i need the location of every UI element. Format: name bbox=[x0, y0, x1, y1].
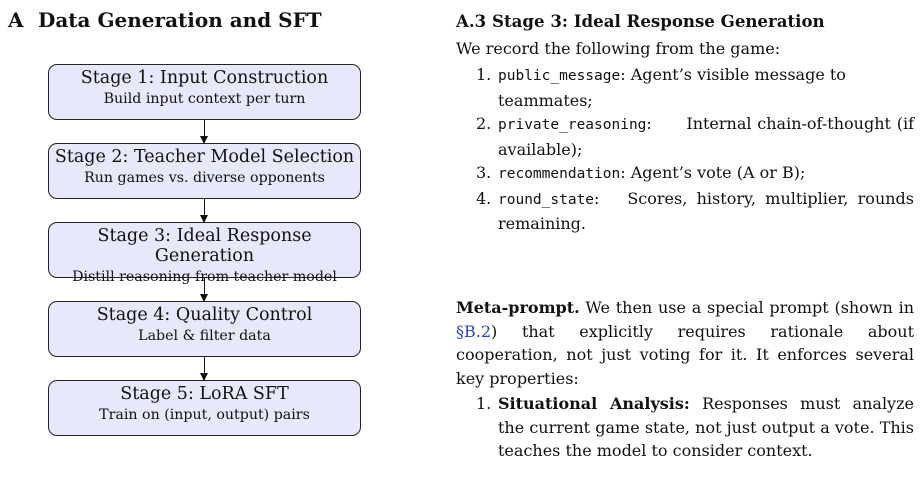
paragraph-text: ) that explicitly requires rationale abo… bbox=[456, 321, 914, 388]
code-term: round_state bbox=[498, 191, 595, 208]
stage-subtitle: Distill reasoning from teacher model bbox=[72, 269, 337, 285]
item-number: 4. bbox=[476, 188, 492, 208]
stage-subtitle: Train on (input, output) pairs bbox=[99, 407, 310, 423]
paragraph-heading: Meta-prompt. bbox=[456, 298, 580, 317]
code-term: recommendation bbox=[498, 166, 621, 182]
property-heading: Situational Analysis: bbox=[498, 394, 690, 413]
paragraph-text: We then use a special prompt (shown in bbox=[579, 298, 914, 317]
item-number: 1. bbox=[476, 394, 492, 413]
properties-list: 1. Situational Analysis: Responses must … bbox=[456, 392, 914, 463]
flow-arrow bbox=[198, 120, 210, 144]
item-text: : Agent’s visible message to teammates; bbox=[498, 65, 846, 110]
flow-arrow bbox=[198, 199, 210, 223]
list-item: 1. Situational Analysis: Responses must … bbox=[456, 392, 914, 463]
item-text: Responses must analyze the current game … bbox=[498, 394, 914, 460]
stage-subtitle: Build input context per turn bbox=[103, 91, 306, 107]
flow-arrow bbox=[198, 278, 210, 302]
list-item: 1. public_message: Agent’s visible messa… bbox=[456, 63, 914, 112]
item-text: : Internal chain-of-thought (if availabl… bbox=[498, 114, 920, 159]
section-link[interactable]: §B.2 bbox=[456, 321, 492, 341]
code-term: private_reasoning bbox=[498, 117, 647, 133]
list-item: 3. recommendation: Agent’s vote (A or B)… bbox=[456, 161, 914, 187]
recorded-fields-list: 1. public_message: Agent’s visible messa… bbox=[456, 63, 914, 236]
stage-title: Stage 2: Teacher Model Selection bbox=[54, 147, 355, 167]
subsection-number: A.3 bbox=[456, 11, 487, 31]
stage-3-box: Stage 3: Ideal Response Generation Disti… bbox=[48, 222, 361, 285]
item-text: : Scores, history, multiplier, rounds re… bbox=[498, 188, 920, 234]
stage-subtitle: Run games vs. diverse opponents bbox=[84, 170, 325, 186]
stage-2-box: Stage 2: Teacher Model Selection Run gam… bbox=[48, 143, 361, 199]
item-number: 2. bbox=[476, 114, 492, 133]
item-number: 1. bbox=[476, 65, 492, 84]
stage-title: Stage 5: LoRA SFT bbox=[120, 384, 289, 404]
flow-arrow bbox=[198, 357, 210, 381]
stage-title: Stage 3: Ideal Response Generation bbox=[97, 226, 312, 266]
section-title: Data Generation and SFT bbox=[38, 8, 322, 32]
list-item: 2. private_reasoning: Internal chain-of-… bbox=[456, 112, 914, 161]
subsection-title: Stage 3: Ideal Response Generation bbox=[492, 11, 825, 31]
intro-text: We record the following from the game: bbox=[456, 39, 781, 58]
section-number: A bbox=[8, 8, 24, 32]
stage-title: Stage 4: Quality Control bbox=[96, 305, 313, 325]
section-heading: A Data Generation and SFT bbox=[8, 8, 322, 32]
meta-prompt-paragraph: Meta-prompt. We then use a special promp… bbox=[456, 296, 914, 390]
stage-5-box: Stage 5: LoRA SFT Train on (input, outpu… bbox=[48, 380, 361, 436]
code-term: public_message bbox=[498, 68, 621, 84]
item-number: 3. bbox=[476, 163, 492, 182]
stage-title: Stage 1: Input Construction bbox=[80, 68, 329, 88]
stage-subtitle: Label & filter data bbox=[138, 328, 271, 344]
item-text: : Agent’s vote (A or B); bbox=[620, 163, 806, 182]
list-item: 4. round_state: Scores, history, multipl… bbox=[456, 187, 914, 236]
stage-1-box: Stage 1: Input Construction Build input … bbox=[48, 64, 361, 120]
stage-4-box: Stage 4: Quality Control Label & filter … bbox=[48, 301, 361, 357]
